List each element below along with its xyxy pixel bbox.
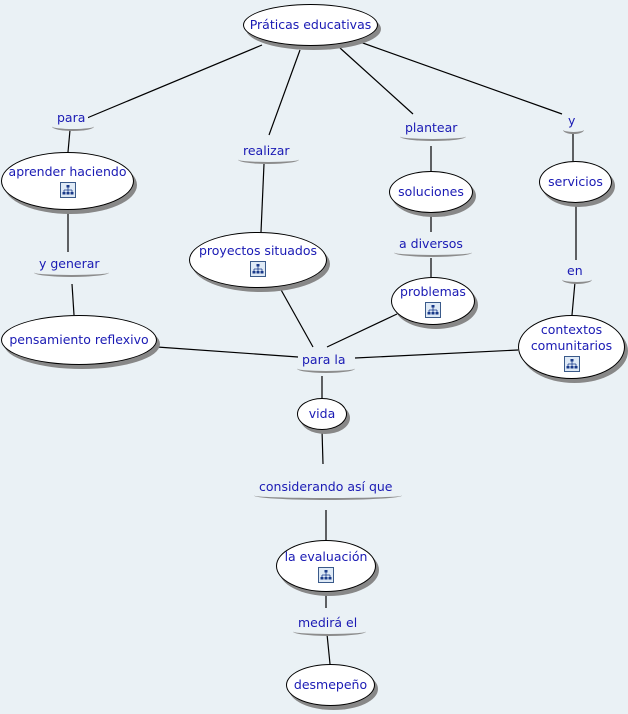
concept-vida[interactable]: vida [297, 398, 347, 430]
concept-label: comunitarios [530, 337, 613, 353]
concept-praticas-educativas[interactable]: Práticas educativas [243, 4, 378, 46]
concept-label: desmepeño [293, 677, 368, 693]
concept-label: aprender haciendo [8, 163, 127, 179]
concept-label: vida [308, 406, 336, 422]
link-para-la[interactable]: para la [297, 351, 354, 373]
concept-desmepeno[interactable]: desmepeño [286, 664, 375, 706]
concept-la-evaluacion[interactable]: la evaluación [276, 540, 376, 592]
concept-label: proyectos situados [198, 242, 317, 258]
link-plantear[interactable]: plantear [399, 119, 467, 141]
link-considerando-asi-que[interactable]: considerando así que [254, 478, 401, 500]
concept-label: contextos [540, 321, 603, 337]
link-en[interactable]: en [562, 262, 592, 284]
concept-label: la evaluación [284, 548, 368, 564]
link-a-diversos[interactable]: a diversos [394, 235, 472, 257]
link-medira-el[interactable]: medirá el [292, 614, 367, 636]
link-realizar[interactable]: realizar [238, 142, 299, 164]
link-y-generar[interactable]: y generar [34, 255, 109, 277]
concept-contextos-comunitarios[interactable]: contextos comunitarios [518, 315, 625, 379]
concept-proyectos-situados[interactable]: proyectos situados [189, 232, 327, 288]
concept-label: soluciones [398, 184, 464, 200]
sub-map-icon[interactable] [425, 302, 441, 319]
concept-pensamiento-reflexivo[interactable]: pensamiento reflexivo [1, 315, 157, 365]
concept-label: Práticas educativas [249, 17, 372, 33]
concept-servicios[interactable]: servicios [539, 161, 612, 203]
concept-label: servicios [548, 174, 603, 190]
link-para[interactable]: para [51, 109, 95, 131]
sub-map-icon[interactable] [318, 567, 334, 584]
sub-map-icon[interactable] [563, 356, 580, 373]
concept-label: problemas [400, 283, 466, 299]
concept-label: pensamiento reflexivo [9, 332, 149, 348]
concept-aprender-haciendo[interactable]: aprender haciendo [1, 152, 134, 210]
concept-soluciones[interactable]: soluciones [389, 171, 473, 213]
sub-map-icon[interactable] [250, 261, 266, 278]
sub-map-icon[interactable] [59, 182, 76, 199]
concept-problemas[interactable]: problemas [391, 277, 475, 325]
link-y[interactable]: y [562, 112, 586, 134]
